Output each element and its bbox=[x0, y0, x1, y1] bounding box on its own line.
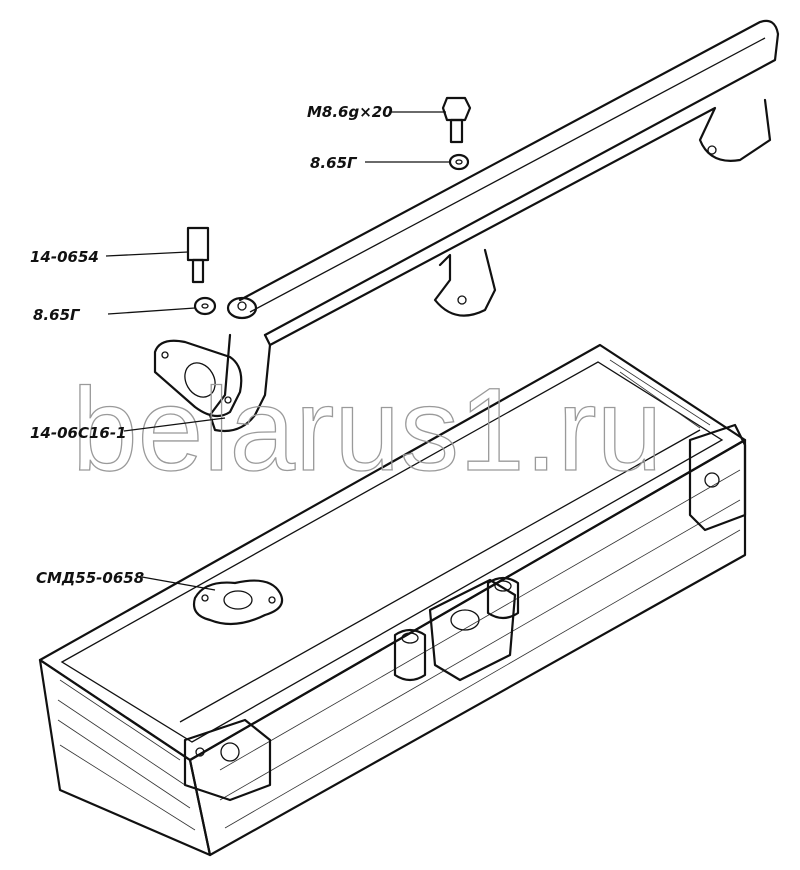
washer-left-part bbox=[193, 296, 217, 316]
cover-body bbox=[38, 343, 747, 857]
gasket-part bbox=[192, 579, 284, 626]
leader-lines bbox=[105, 111, 449, 591]
callout-bolt: М8.6g×20 bbox=[307, 103, 393, 121]
callout-washer-top: 8.65Г bbox=[310, 154, 358, 172]
washer-top-part bbox=[448, 153, 470, 171]
callout-washer-left: 8.65Г bbox=[33, 306, 81, 324]
manifold-part bbox=[153, 19, 780, 433]
callout-gasket: СМД55-0658 bbox=[36, 569, 144, 587]
callout-stud: 14-0654 bbox=[30, 248, 99, 266]
bolt-part bbox=[441, 96, 472, 144]
stud-part bbox=[186, 226, 210, 284]
watermark: belarus1.ru bbox=[72, 364, 662, 496]
callout-manifold: 14-06С16-1 bbox=[30, 424, 127, 442]
